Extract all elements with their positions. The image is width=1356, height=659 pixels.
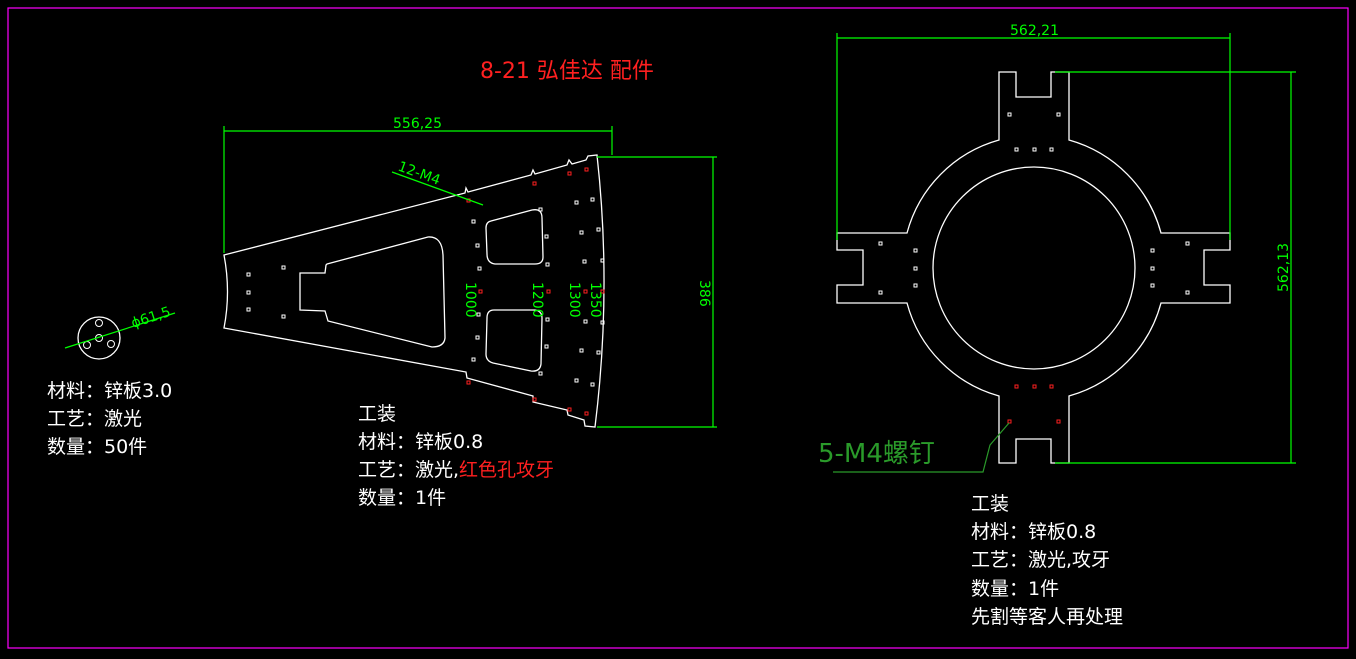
fan-heading: 工装 — [358, 403, 396, 425]
disc-process: 工艺：激光 — [47, 408, 142, 430]
ring-inner-circle — [932, 166, 1136, 370]
fan-outline — [223, 154, 605, 428]
screw-callout: 5-M4螺钉 — [818, 439, 935, 469]
radius-label-1200: 1200 — [529, 282, 545, 318]
fan-process-highlight: 红色孔攻牙 — [459, 459, 554, 481]
fan-width-dimension — [223, 126, 613, 253]
diameter-dimension-line — [64, 312, 176, 349]
ring-outline — [836, 71, 1231, 464]
disc-hole — [83, 341, 91, 349]
fan-lower-window — [485, 309, 543, 372]
drawing-title: 8-21 弘佳达 配件 — [480, 59, 654, 84]
fan-quantity: 数量：1件 — [358, 487, 446, 509]
fan-upper-window — [485, 209, 544, 265]
fan-part[interactable]: 1000 1200 1300 1350 556,25 386 12-M4 — [223, 116, 717, 428]
ring-remark: 先割等客人再处理 — [971, 606, 1123, 628]
ring-part[interactable]: 562,21 562,13 5-M4螺钉 — [818, 23, 1296, 473]
screw-leader-line — [833, 422, 1010, 473]
ring-tapped-holes — [1007, 384, 1061, 424]
disc-quantity: 数量：50件 — [47, 436, 147, 458]
thread-callout: 12-M4 — [396, 159, 443, 189]
radius-label-1300: 1300 — [566, 282, 582, 318]
disc-hole — [95, 319, 103, 327]
fan-width-label: 556,25 — [393, 116, 442, 132]
thread-leader-line — [391, 171, 484, 206]
drawing-border — [7, 7, 1349, 649]
ring-process: 工艺：激光,攻牙 — [971, 549, 1110, 571]
disc-diameter-label: ϕ61,5 — [129, 304, 172, 332]
fan-tapped-holes — [466, 167, 605, 416]
disc-part[interactable]: ϕ61,5 — [64, 304, 176, 360]
fan-height-label: 386 — [696, 280, 712, 307]
radius-label-1350: 1350 — [587, 282, 603, 318]
ring-height-label: 562,13 — [1276, 243, 1292, 292]
ring-material: 材料：锌板0.8 — [971, 521, 1096, 543]
disc-hole — [107, 340, 115, 348]
ring-height-dimension — [1055, 71, 1296, 464]
radius-label-1000: 1000 — [462, 282, 478, 318]
disc-outline — [77, 316, 121, 360]
fan-process-text: 工艺：激光, — [358, 459, 459, 481]
ring-quantity: 数量：1件 — [971, 578, 1059, 600]
fan-holes — [246, 197, 605, 387]
fan-height-dimension — [597, 156, 717, 428]
ring-width-dimension — [836, 33, 1231, 240]
disc-material: 材料：锌板3.0 — [47, 380, 172, 402]
ring-width-label: 562,21 — [1010, 23, 1059, 39]
fan-material: 材料：锌板0.8 — [358, 431, 483, 453]
fan-center-cutout — [299, 236, 446, 348]
ring-heading: 工装 — [971, 493, 1009, 515]
fan-process: 工艺：激光,红色孔攻牙 — [358, 459, 554, 481]
ring-holes — [878, 112, 1190, 295]
